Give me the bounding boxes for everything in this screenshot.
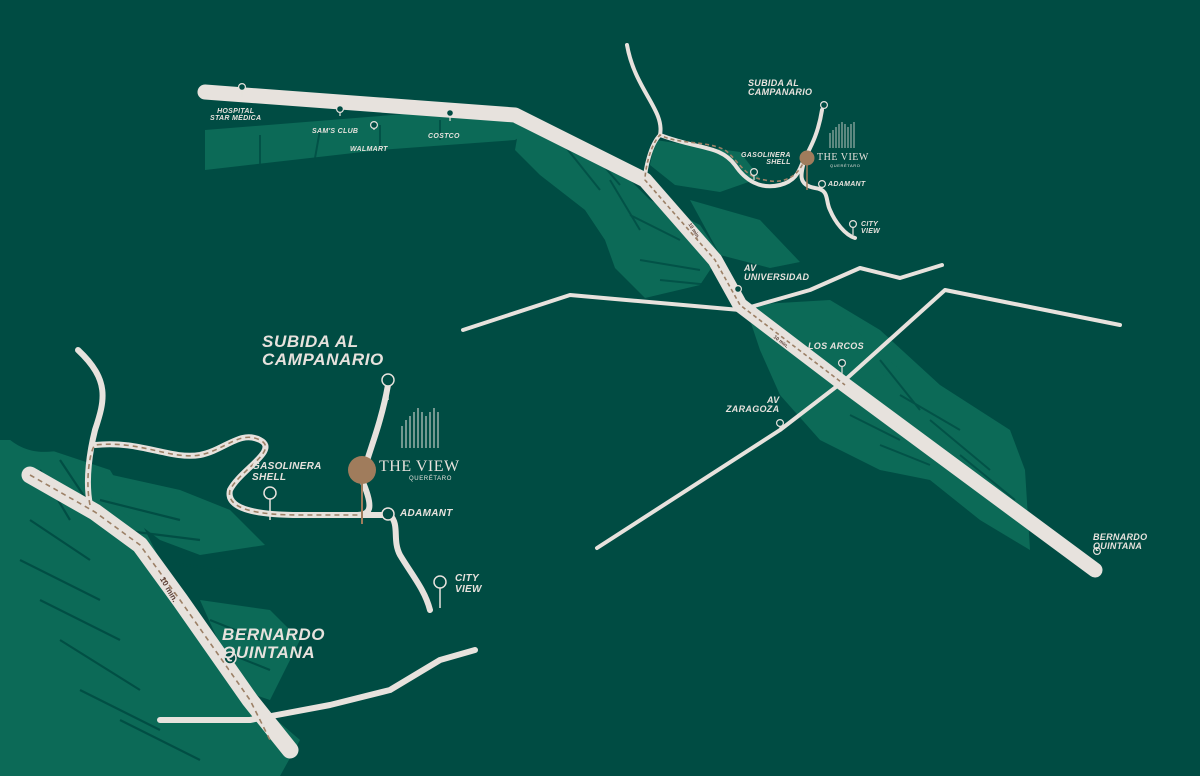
label-subida-campanario: SUBIDA AL CAMPANARIO <box>748 78 813 98</box>
pin-city-view-detail[interactable] <box>433 575 447 589</box>
the-view-marker-overview[interactable] <box>799 150 815 166</box>
pin-hospital[interactable] <box>238 82 247 91</box>
label-walmart: WALMART <box>350 146 388 153</box>
pin-costco[interactable] <box>446 108 455 117</box>
pin-city-view[interactable] <box>848 220 857 229</box>
urban-blocks-overview <box>205 112 1030 550</box>
label-bernardo-quintana: BERNARDO QUINTANA <box>1093 532 1148 552</box>
label-bernardo-quintana-detail: BERNARDO QUINTANA <box>222 625 326 662</box>
pin-adamant-detail[interactable] <box>381 507 395 521</box>
pins-overview <box>238 82 1101 555</box>
pin-subida-campanario[interactable] <box>819 100 828 109</box>
label-city-view-detail: CITY VIEW <box>455 573 482 595</box>
pin-los-arcos[interactable] <box>837 359 846 368</box>
brand-city-overview: QUERÉTARO <box>830 163 861 168</box>
logo-icon-detail <box>401 408 439 448</box>
pin-av-universidad[interactable] <box>733 285 742 294</box>
label-los-arcos: LOS ARCOS <box>808 341 864 351</box>
label-adamant: ADAMANT <box>828 181 866 188</box>
label-adamant-detail: ADAMANT <box>400 508 453 519</box>
route-detail <box>29 436 362 741</box>
label-gasolinera-shell-detail: GASOLINERA SHELL <box>252 461 322 483</box>
route-overview <box>644 134 846 386</box>
brand-city-detail: QUERÉTARO <box>409 476 452 482</box>
pin-gasolinera-shell[interactable] <box>749 168 758 177</box>
pin-bernardo-quintana-detail[interactable] <box>223 651 237 665</box>
pin-adamant[interactable] <box>817 180 826 189</box>
pin-sams-club[interactable] <box>336 104 345 113</box>
pin-subida-campanario-detail[interactable] <box>381 373 395 387</box>
brand-name-overview: THE VIEW <box>817 152 869 163</box>
label-costco: COSTCO <box>428 133 460 140</box>
pin-av-zaragoza[interactable] <box>775 419 784 428</box>
pin-bernardo-quintana[interactable] <box>1092 546 1101 555</box>
pins-detail <box>223 373 447 684</box>
pin-gasolinera-shell-detail[interactable] <box>263 486 277 500</box>
label-av-universidad: AV UNIVERSIDAD <box>744 263 810 283</box>
logo-icon-overview <box>829 122 855 148</box>
pin-walmart[interactable] <box>370 120 379 129</box>
label-subida-campanario-detail: SUBIDA AL CAMPANARIO <box>262 332 384 369</box>
overview-map <box>197 43 1122 578</box>
label-av-zaragoza: AV ZARAGOZA <box>726 395 780 415</box>
detail-map <box>0 440 300 776</box>
label-city-view: CITY VIEW <box>861 221 881 236</box>
label-sams-club: SAM'S CLUB <box>312 128 359 135</box>
brand-name-detail: THE VIEW <box>379 458 460 475</box>
label-gasolinera-shell: GASOLINERA SHELL <box>741 152 791 167</box>
the-view-marker-detail[interactable] <box>348 456 376 484</box>
label-hospital: HOSPITAL STAR MÉDICA <box>210 108 262 123</box>
